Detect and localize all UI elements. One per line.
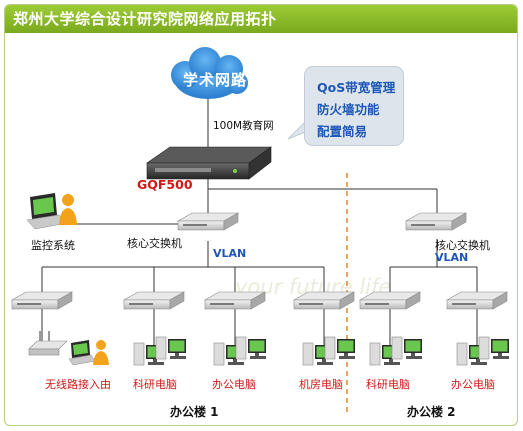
diagram-title: 郑州大学综合设计研究院网络应用拓扑 (13, 10, 277, 28)
laptop-icon (26, 193, 68, 230)
router-icon (146, 146, 272, 180)
vlan-label-2: VLAN (435, 251, 469, 264)
access-switch-icon (123, 291, 185, 310)
access-switch-icon (293, 291, 355, 310)
core-switch-1-label: 核心交换机 (127, 237, 182, 250)
office-pc-icon (457, 337, 509, 365)
endpoint-label-office: 办公电脑 (212, 378, 256, 391)
topology-canvas (11, 47, 518, 415)
access-switch-icon (359, 291, 421, 310)
endpoint-label-research-b2: 科研电脑 (366, 378, 410, 391)
title-bar: 郑州大学综合设计研究院网络应用拓扑 (5, 5, 517, 33)
uplink-label: 100M教育网 (213, 120, 274, 132)
endpoint-label-office-b2: 办公电脑 (451, 378, 495, 391)
vlan-label-1: VLAN (213, 247, 247, 260)
lab-pc-icon (303, 337, 355, 365)
access-switch-icon (446, 291, 508, 310)
monitor-label: 监控系统 (31, 239, 75, 252)
core-switch-1-icon (177, 212, 239, 231)
endpoint-label-lab: 机房电脑 (299, 378, 343, 391)
research-pc-icon (134, 337, 186, 365)
access-switch-icon (11, 291, 73, 310)
feature-qos: QoS带宽管理 (317, 80, 396, 95)
feature-firewall: 防火墙功能 (317, 102, 380, 117)
access-switch-icon (204, 291, 266, 310)
feature-easy-config: 配置简易 (317, 124, 368, 139)
router-model-label: GQF500 (137, 177, 193, 192)
diagram-frame: 郑州大学综合设计研究院网络应用拓扑 your future life (4, 4, 518, 426)
wireless-user-icon (93, 340, 109, 365)
wireless-router-icon (28, 331, 68, 356)
core-switch-2-icon (405, 212, 467, 231)
feature-callout: QoS带宽管理 防火墙功能 配置简易 (304, 66, 404, 146)
research-pc-icon (370, 337, 422, 365)
wireless-laptop-icon (68, 340, 96, 366)
internet-cloud-icon (171, 47, 248, 99)
building-2-label: 办公楼 2 (407, 405, 456, 419)
office-pc-icon (214, 337, 266, 365)
endpoint-label-research: 科研电脑 (133, 378, 177, 391)
building-1-label: 办公楼 1 (170, 405, 219, 419)
internet-label: 学术网路 (183, 71, 248, 89)
user-icon (59, 194, 77, 225)
core-switch-2-label: 核心交换机 (435, 239, 490, 252)
network-links (41, 99, 478, 345)
endpoint-label-wireless: 无线路接入由 (45, 378, 111, 391)
